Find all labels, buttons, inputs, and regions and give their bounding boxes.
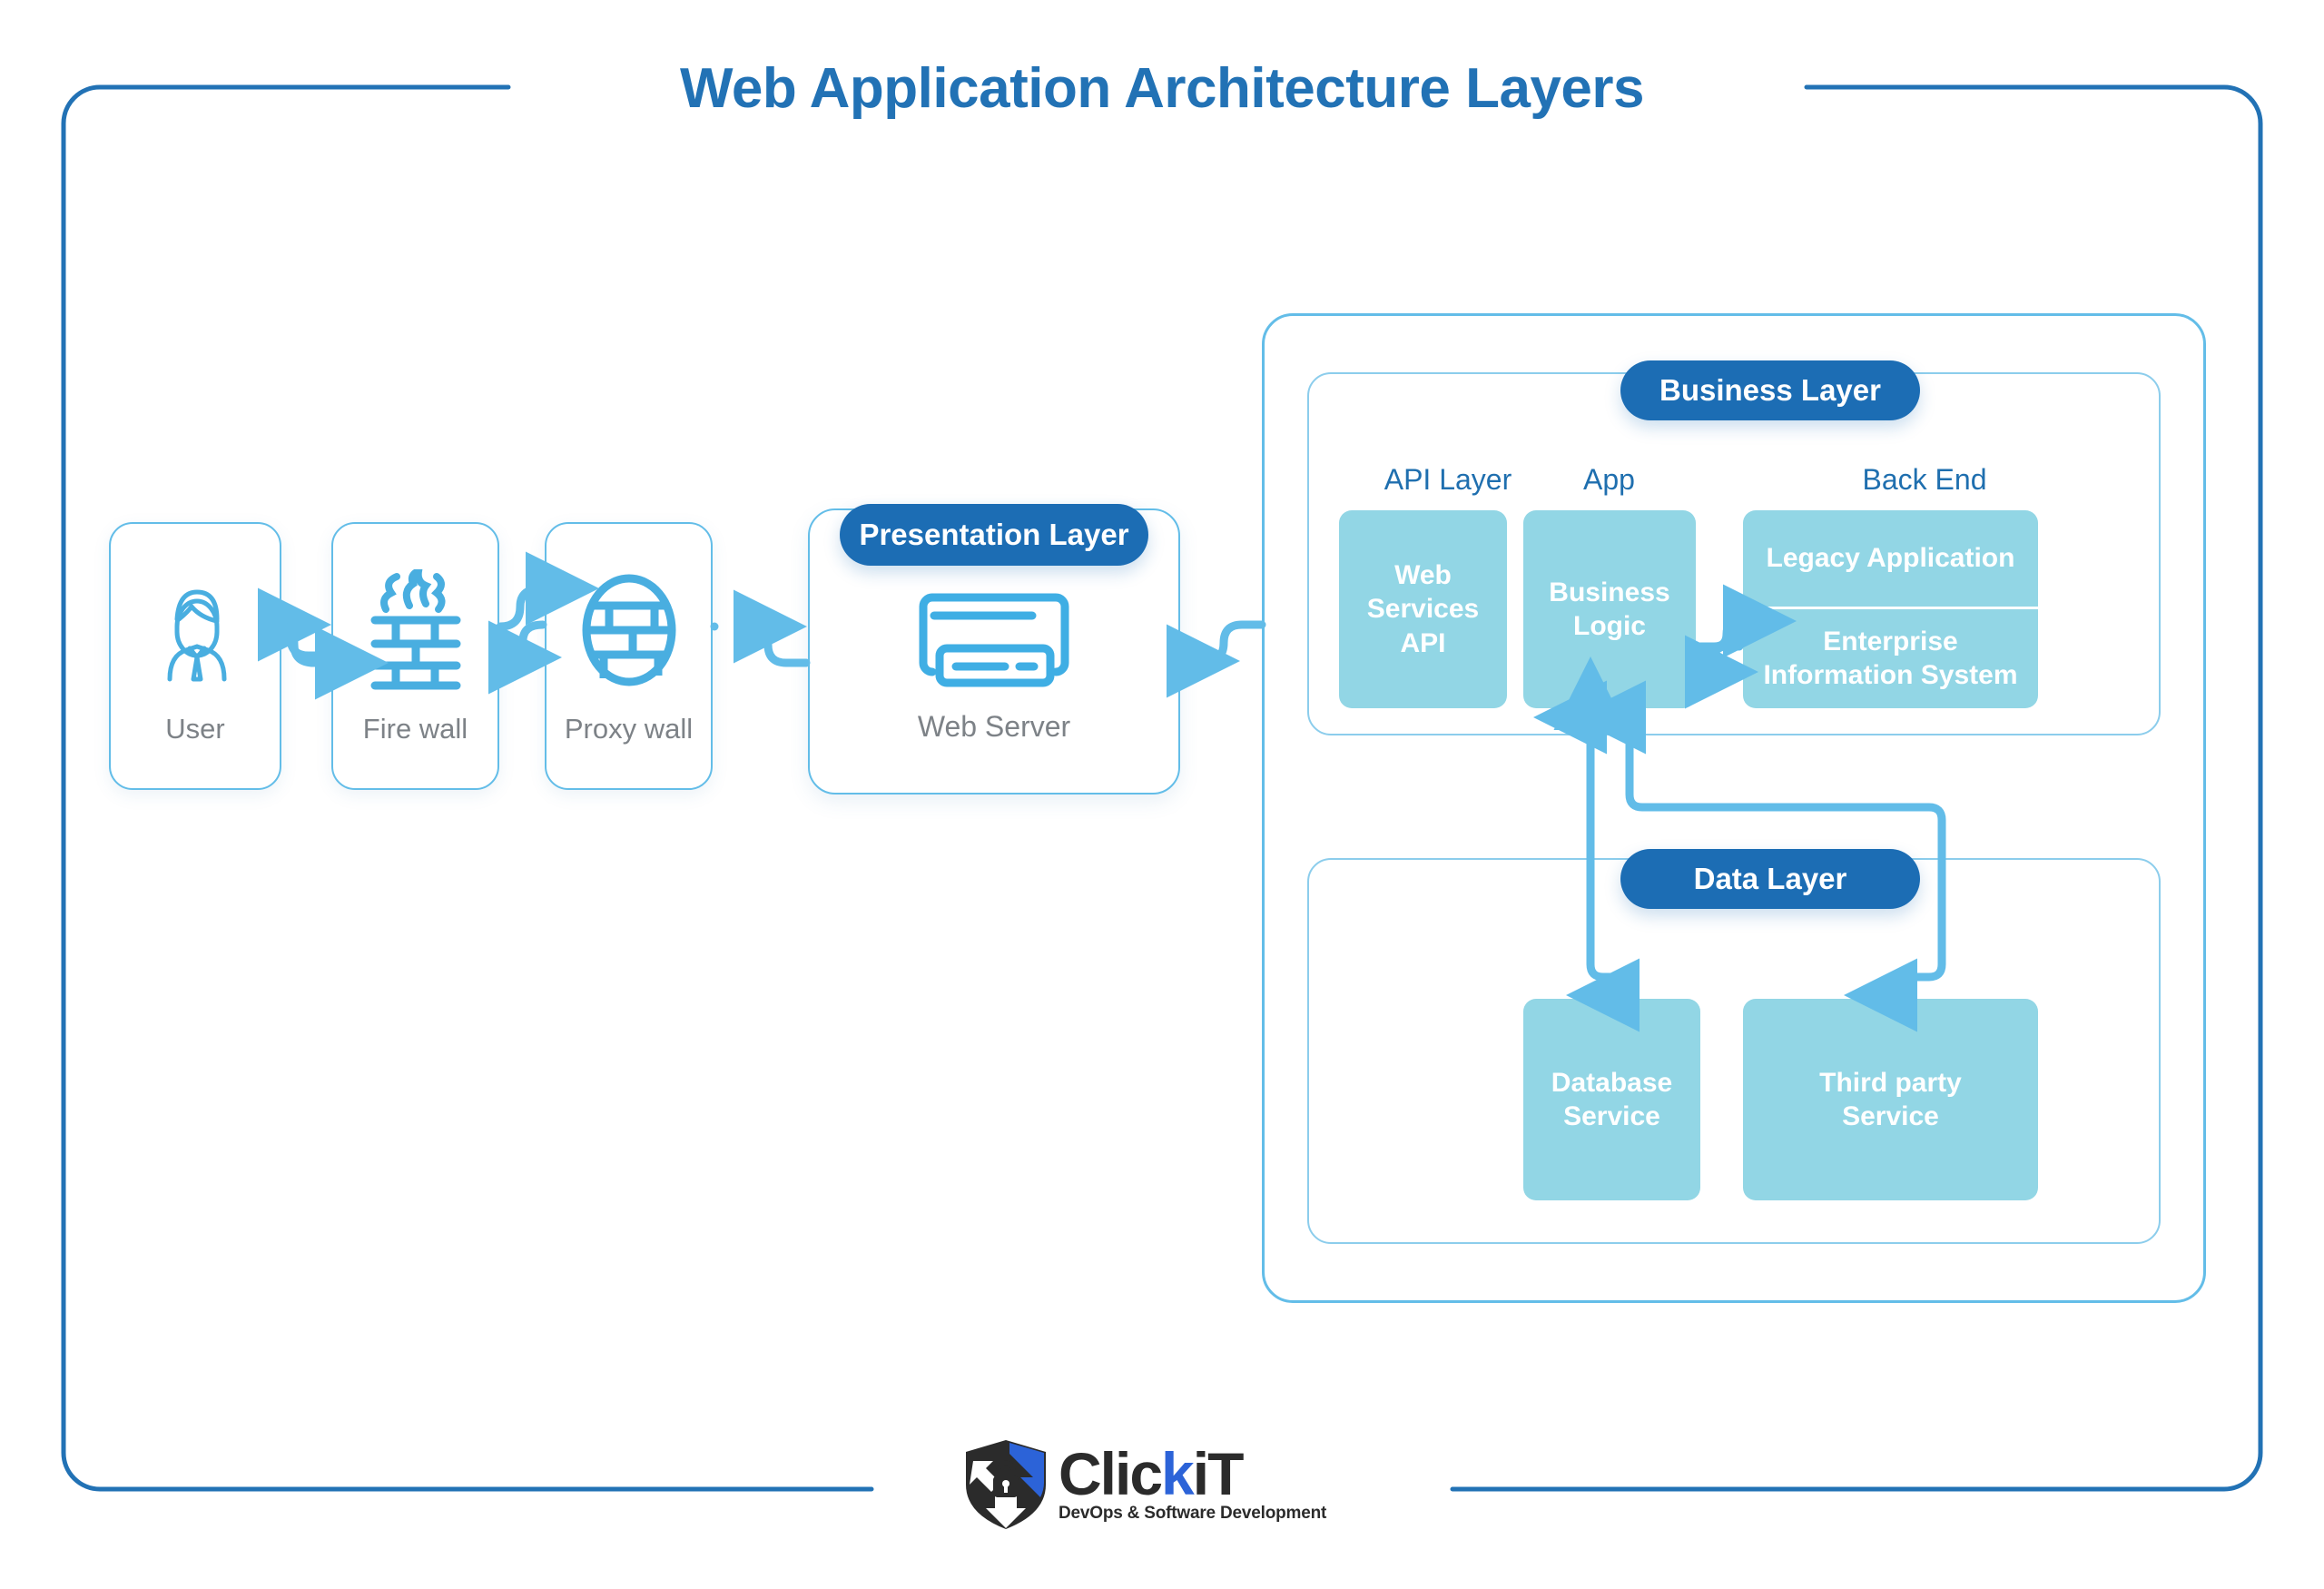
firewall-icon	[333, 562, 497, 698]
column-label-back-end: Back End	[1862, 463, 1987, 496]
node-card-firewall[interactable]: Fire wall	[331, 522, 499, 790]
proxy-wall-icon	[547, 562, 711, 698]
node-card-proxywall[interactable]: Proxy wall	[545, 522, 713, 790]
service-back-end[interactable]: Legacy Application Enterprise Informatio…	[1743, 510, 2038, 708]
service-third-party-service[interactable]: Third party Service	[1743, 999, 2038, 1200]
user-icon	[111, 562, 280, 698]
column-label-app: App	[1583, 463, 1635, 496]
service-line: Services	[1366, 594, 1480, 625]
service-line: Service	[1842, 1101, 1939, 1131]
badge-presentation-layer: Presentation Layer	[840, 504, 1148, 566]
service-line: Service	[1563, 1101, 1660, 1131]
web-server-icon	[808, 572, 1180, 699]
node-label: Fire wall	[362, 713, 468, 745]
service-line: Database	[1551, 1067, 1673, 1098]
service-line: Logic	[1573, 611, 1646, 641]
service-business-logic[interactable]: Business Logic	[1523, 510, 1696, 708]
brand-logo[interactable]: ClickiT DevOps & Software Development	[962, 1435, 1362, 1535]
service-legacy-application[interactable]: Legacy Application	[1743, 510, 2038, 609]
service-line: Web	[1394, 559, 1452, 590]
logo-word-it: iT	[1192, 1439, 1245, 1507]
badge-label: Business Layer	[1659, 373, 1881, 407]
service-line: API	[1400, 627, 1446, 658]
logo-wordmark: ClickiT	[1059, 1444, 1326, 1504]
page-title: Web Application Architecture Layers	[679, 57, 1645, 120]
service-line: Third party	[1819, 1067, 1962, 1098]
service-line: Enterprise	[1823, 626, 1958, 656]
service-database-service[interactable]: Database Service	[1523, 999, 1700, 1200]
service-line: Information System	[1763, 659, 2018, 690]
logo-word-k: k	[1161, 1439, 1195, 1507]
badge-label: Presentation Layer	[859, 518, 1129, 551]
logo-word-clic: Clic	[1059, 1439, 1163, 1507]
logo-tagline: DevOps & Software Development	[1059, 1504, 1327, 1524]
badge-business-layer: Business Layer	[1620, 360, 1920, 420]
service-enterprise-information-system[interactable]: Enterprise Information System	[1743, 609, 2038, 708]
node-label: Proxy wall	[564, 713, 694, 745]
badge-label: Data Layer	[1693, 862, 1847, 895]
shield-lock-icon	[966, 1440, 1046, 1529]
service-web-services-api[interactable]: Web Services API	[1339, 510, 1507, 708]
service-line: Business	[1549, 577, 1670, 607]
service-line: Legacy Application	[1766, 542, 2015, 573]
node-label: User	[165, 713, 225, 745]
column-label-api-layer: API Layer	[1384, 463, 1512, 496]
badge-data-layer: Data Layer	[1620, 849, 1920, 909]
node-card-user[interactable]: User	[109, 522, 281, 790]
presentation-node-label: Web Server	[917, 710, 1071, 743]
